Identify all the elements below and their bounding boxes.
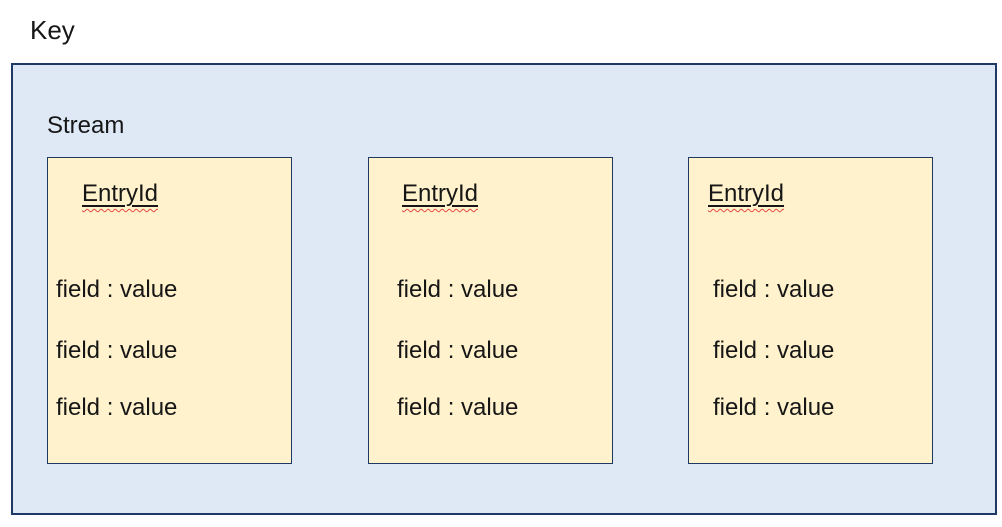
entry-id-text: EntryId bbox=[402, 180, 479, 207]
field-value-line: field : value bbox=[397, 337, 519, 364]
key-label: Key bbox=[30, 15, 75, 45]
entry-id-label: EntryId bbox=[708, 179, 784, 209]
field-value-line: field : value bbox=[56, 276, 178, 303]
entry-id-text: EntryId bbox=[82, 180, 159, 207]
field-value-line: field : value bbox=[56, 337, 178, 364]
field-value-line: field : value bbox=[713, 337, 835, 364]
entry-box-2: EntryId field : value field : value fiel… bbox=[368, 157, 613, 464]
field-value-line: field : value bbox=[397, 394, 519, 421]
stream-box: Stream EntryId field : value field : val… bbox=[11, 63, 997, 515]
entry-id-label: EntryId bbox=[402, 179, 478, 209]
entry-id-text: EntryId bbox=[708, 180, 785, 207]
entry-id-label: EntryId bbox=[82, 179, 158, 209]
field-value-line: field : value bbox=[713, 276, 835, 303]
field-value-line: field : value bbox=[713, 394, 835, 421]
stream-label: Stream bbox=[47, 112, 125, 139]
field-value-line: field : value bbox=[56, 394, 178, 421]
field-value-line: field : value bbox=[397, 276, 519, 303]
entry-box-3: EntryId field : value field : value fiel… bbox=[688, 157, 933, 464]
entry-box-1: EntryId field : value field : value fiel… bbox=[47, 157, 292, 464]
